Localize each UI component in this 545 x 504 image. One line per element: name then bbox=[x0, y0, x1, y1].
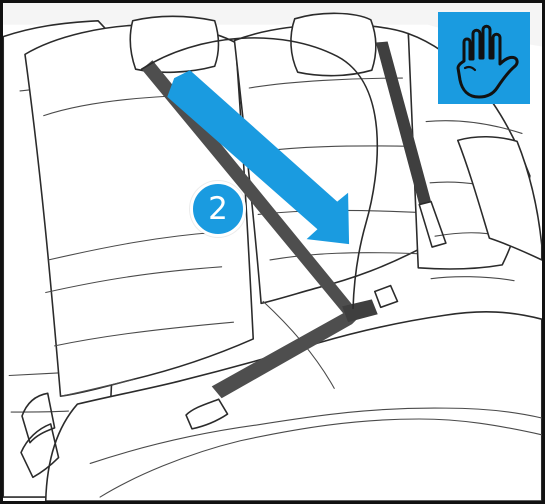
hand-icon bbox=[438, 12, 530, 104]
step-number: 2 bbox=[208, 191, 228, 227]
step-2-badge: 2 bbox=[190, 181, 246, 237]
center-headrest bbox=[291, 13, 376, 75]
left-headrest bbox=[130, 16, 218, 72]
